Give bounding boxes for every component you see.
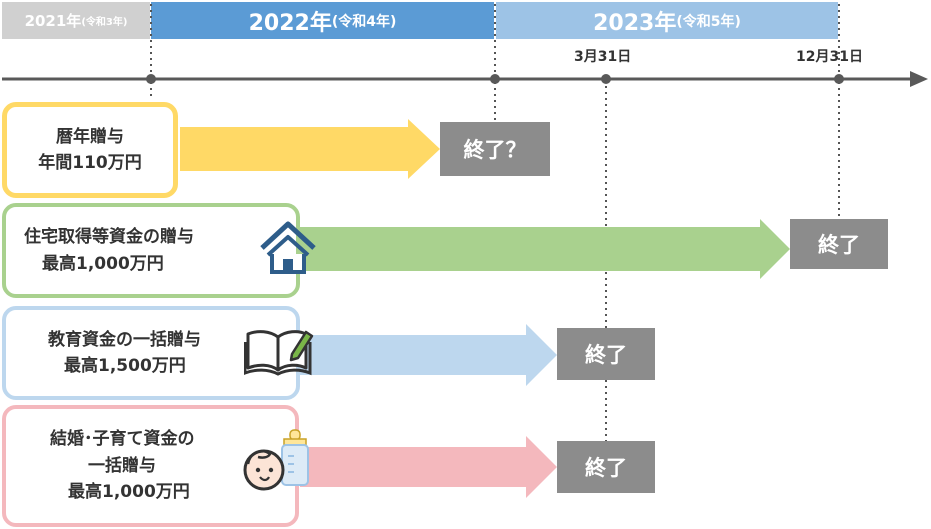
arrow-housing-fund-gift (300, 219, 790, 279)
timeline-marker-december-31 (834, 74, 844, 84)
end-label-housing-fund-gift: 終了 (790, 219, 888, 269)
arrow-education-fund-gift (300, 324, 557, 386)
open-book-pen-icon (244, 330, 314, 376)
category-amount: 最高1,000万円 (42, 253, 164, 274)
timeline-marker-2022 (146, 74, 156, 84)
era-label: (令和5年) (676, 13, 741, 30)
category-title: 住宅取得等資金の贈与 (24, 227, 194, 248)
house-icon (260, 221, 316, 274)
category-amount: 年間110万円 (38, 153, 142, 173)
year-label: 2022年 (248, 10, 332, 36)
year-label: 2023年 (593, 10, 677, 36)
category-amount: 最高1,000万円 (68, 482, 190, 503)
date-label-march-31: 3月31日 (574, 49, 632, 65)
year-label: 2021年 (24, 12, 82, 30)
year-bar-2022: 2022年 (令和4年) (151, 2, 494, 39)
era-label: (令和4年) (331, 13, 397, 30)
timeline-marker-march-31 (601, 74, 611, 84)
end-label-calendar-year-gift: 終了？ (440, 122, 550, 176)
end-label-marriage-childcare-gift: 終了 (557, 441, 655, 493)
timeline-arrowhead (910, 71, 928, 87)
baby-bottle-icon (243, 429, 309, 491)
timeline-marker-2023 (490, 74, 500, 84)
category-education-fund-gift: 教育資金の一括贈与 最高1,500万円 (2, 306, 300, 400)
category-title: 結婚･子育て資金の (50, 429, 195, 450)
category-title: 教育資金の一括贈与 (48, 329, 201, 350)
category-subtitle: 一括贈与 (88, 455, 156, 476)
end-label-education-fund-gift: 終了 (557, 328, 655, 380)
category-calendar-year-gift: 暦年贈与 年間110万円 (2, 102, 178, 198)
date-label-december-31: 12月31日 (796, 49, 863, 65)
arrow-marriage-childcare-gift (300, 436, 557, 498)
category-housing-fund-gift: 住宅取得等資金の贈与 最高1,000万円 (2, 203, 300, 298)
category-title: 暦年贈与 (56, 126, 124, 147)
year-bar-2023: 2023年 (令和5年) (496, 2, 838, 39)
arrow-calendar-year-gift (180, 119, 440, 179)
era-label: (令和3年) (81, 17, 128, 28)
category-amount: 最高1,500万円 (64, 356, 186, 376)
year-bar-2021: 2021年 (令和3年) (2, 2, 150, 39)
